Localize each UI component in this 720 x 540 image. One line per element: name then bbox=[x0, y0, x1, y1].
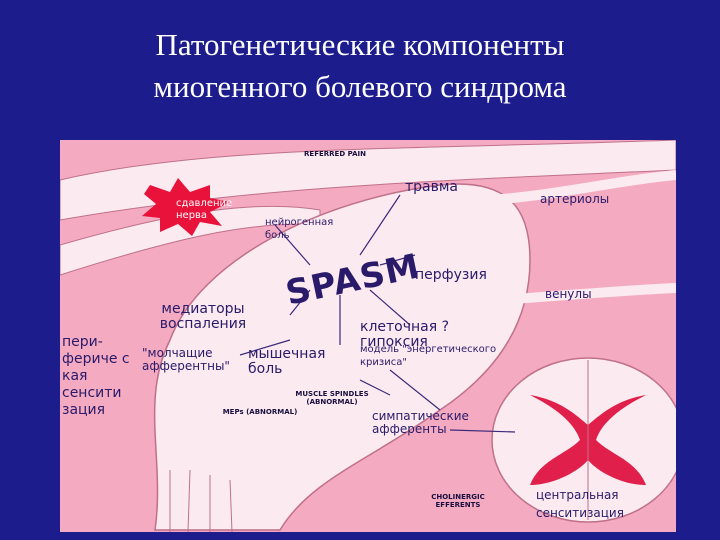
cholinergic-label: CHOLINERGIC EFFERENTS bbox=[431, 493, 485, 509]
muscle-pain-label: мышечная боль bbox=[248, 346, 326, 377]
meps-label: MEPs (ABNORMAL) bbox=[222, 408, 298, 416]
diagram-artwork bbox=[60, 140, 676, 532]
cellular-hypoxia-label: клеточная ? гипоксия bbox=[360, 319, 450, 350]
arteriole-vessel bbox=[489, 170, 676, 205]
nerve-band bbox=[60, 140, 676, 221]
neurogenic-pain-label: нейрогенная боль bbox=[265, 217, 334, 241]
silent-afferents-label: "молчащие афферентны" bbox=[142, 346, 230, 373]
slide-title: Патогенетические компоненты миогенного б… bbox=[0, 24, 720, 108]
venules-label: венулы bbox=[545, 287, 592, 301]
mediators-label: медиаторы воспаления bbox=[159, 301, 247, 332]
trauma-label: травма bbox=[405, 179, 459, 195]
title-line-1: Патогенетические компоненты bbox=[155, 27, 565, 62]
title-line-2: миогенного болевого синдрома bbox=[153, 69, 567, 104]
muscle-spindles-label: MUSCLE SPINDLES (ABNORMAL) bbox=[295, 390, 369, 406]
diagram-panel: REFERRED PAIN сдавление нерва нейрогенна… bbox=[60, 140, 676, 532]
peripheral-sensitization-label: пери- фериче с кая сенсити зация bbox=[62, 334, 130, 418]
compression-label: сдавление нерва bbox=[176, 198, 233, 221]
perfusion-label: перфузия bbox=[415, 267, 487, 283]
muscle-belly bbox=[153, 183, 531, 531]
arterioles-label: артериолы bbox=[540, 192, 610, 206]
muscle-fibers bbox=[169, 469, 233, 532]
spasm-arrows bbox=[239, 194, 516, 433]
sympathetic-afferents-label: симпатические афференты bbox=[372, 409, 469, 436]
referred-pain-label: REFERRED PAIN bbox=[304, 150, 366, 158]
compression-burst bbox=[142, 178, 230, 236]
energy-crisis-label: модель "энергетического кризиса" bbox=[360, 344, 497, 368]
venule-vessel bbox=[499, 283, 676, 305]
central-sensitization-label: центральная сенситизация bbox=[536, 488, 624, 520]
